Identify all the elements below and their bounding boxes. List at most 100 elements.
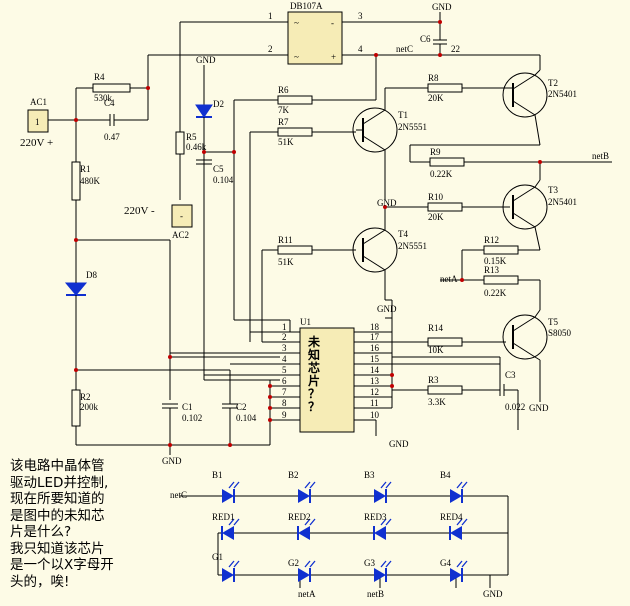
ac2-label: AC2: [172, 230, 189, 240]
r7-label: R7: [278, 117, 289, 127]
gnd-label-d2: GND: [196, 55, 216, 65]
u1-name-3: 芯: [308, 360, 320, 375]
bridge-label: DB107A: [290, 1, 323, 11]
note-line-2: 驱动LED并控制,: [10, 474, 109, 491]
c5-value: 0.104: [213, 175, 234, 185]
led-symbol-r3-c2: [298, 560, 316, 582]
ac1-voltage: 220V +: [20, 137, 53, 149]
u1-pin-right-13: 13: [370, 376, 380, 386]
r9-value: 0.22K: [430, 169, 453, 179]
led-symbol-r1-c1: [222, 481, 240, 503]
r2-label: R2: [80, 392, 91, 402]
t4-label: T4: [398, 229, 408, 239]
r11-label: R11: [278, 235, 293, 245]
led-symbol-r2-c1: [221, 518, 240, 540]
r7-value: 51K: [278, 137, 294, 147]
r8-value: 20K: [428, 93, 444, 103]
led-symbol-r2-c2: [297, 518, 316, 540]
note-line-1: 该电路中晶体管: [10, 458, 105, 474]
u1-pin-left-5: 5: [282, 365, 287, 375]
r12-label: R12: [484, 235, 499, 245]
note-line-3: 现在所要知道的: [10, 491, 105, 507]
bridge-pin-1: 1: [268, 11, 273, 21]
r13-value: 0.22K: [484, 288, 507, 298]
t3-label: T3: [548, 185, 558, 195]
u1-pin-right-18: 18: [370, 322, 380, 332]
led-symbol-r3-c1: [222, 560, 240, 582]
r13-label: R13: [484, 265, 500, 275]
c2-label: C2: [236, 402, 247, 412]
c1-value: 0.102: [182, 413, 202, 423]
note-line-6: 我只知道该芯片: [10, 540, 105, 557]
r11-value: 51K: [278, 257, 294, 267]
bridge-pin-4: 4: [358, 44, 363, 54]
gnd-label-left: GND: [162, 456, 182, 466]
ac2-voltage: 220V -: [124, 205, 155, 217]
r3-value: 3.3K: [428, 397, 446, 407]
u1-label: U1: [300, 317, 311, 327]
led-b4: B4: [440, 470, 451, 480]
r6-value: 7K: [278, 105, 290, 115]
u1-name-4: 片: [308, 373, 320, 388]
u1-name-1: 未: [307, 334, 320, 349]
question-note: 该电路中晶体管 驱动LED并控制, 现在所要知道的 是图中的未知芯 片是什么? …: [10, 458, 170, 590]
gnd-label-bottom: GND: [483, 589, 503, 599]
led-symbol-r1-c3: [374, 481, 392, 503]
u1-pin-left-1: 1: [282, 322, 287, 332]
u1-name-6: ？: [308, 400, 320, 414]
led-symbol-r3-c3: [374, 560, 392, 582]
r8-label: R8: [428, 73, 439, 83]
u1-name-5: ？: [308, 387, 320, 401]
c1-label: C1: [182, 402, 193, 412]
u1-pin-left-6: 6: [282, 376, 287, 386]
gnd-label-u1: GND: [389, 439, 409, 449]
led-symbol-r1-c2: [298, 481, 316, 503]
r4-value: 530k: [94, 93, 113, 103]
bridge-pin-2: 2: [268, 44, 273, 54]
r3-label: R3: [428, 375, 439, 385]
led-symbol-r2-c3: [373, 518, 392, 540]
u1-pin-right-17: 17: [370, 332, 380, 342]
r14-label: R14: [428, 323, 444, 333]
led-red2: RED2: [288, 512, 311, 522]
ac1-label: AC1: [30, 97, 47, 107]
u1-pin-right-14: 14: [370, 365, 380, 375]
c4-label: C4: [104, 98, 115, 108]
led-b3: B3: [364, 470, 375, 480]
r1-value: 480K: [80, 176, 101, 186]
c6-value: 22: [451, 44, 460, 54]
netc-label-bottom: netC: [170, 490, 187, 500]
c3-label: C3: [505, 370, 516, 380]
r5-label: R5: [186, 132, 197, 142]
note-line-5: 片是什么?: [10, 524, 72, 540]
bridge-sym-4: +: [331, 52, 336, 62]
led-red4: RED4: [440, 512, 463, 522]
c3-value: 0.022: [505, 402, 525, 412]
c5-label: C5: [213, 164, 224, 174]
led-symbol-r2-c4: [449, 518, 468, 540]
t5-label: T5: [548, 317, 558, 327]
u1-pin-right-15: 15: [370, 354, 380, 364]
r1-label: R1: [80, 164, 91, 174]
t2-model: 2N5401: [548, 89, 577, 99]
u1-pin-left-7: 7: [282, 387, 287, 397]
u1-pin-left-9: 9: [282, 410, 287, 420]
c2-value: 0.104: [236, 413, 257, 423]
netc-label-top: netC: [396, 44, 413, 54]
u1-pin-right-16: 16: [370, 343, 380, 353]
ac2-pin: -: [180, 211, 183, 221]
note-line-8: 头的，唉!: [10, 573, 70, 590]
r4-label: R4: [94, 72, 105, 82]
gnd-label-t5: GND: [529, 403, 549, 413]
netb-label-right: netB: [592, 151, 609, 161]
r9-label: R9: [430, 147, 441, 157]
gnd-label-top: GND: [432, 2, 452, 12]
u1-pin-right-10: 10: [370, 410, 380, 420]
t4-model: 2N5551: [398, 241, 427, 251]
t5-model: S8050: [548, 328, 572, 338]
led-red3: RED3: [364, 512, 387, 522]
netb-label-bottom: netB: [367, 589, 384, 599]
t3-model: 2N5401: [548, 197, 577, 207]
u1-pin-left-2: 2: [282, 332, 287, 342]
